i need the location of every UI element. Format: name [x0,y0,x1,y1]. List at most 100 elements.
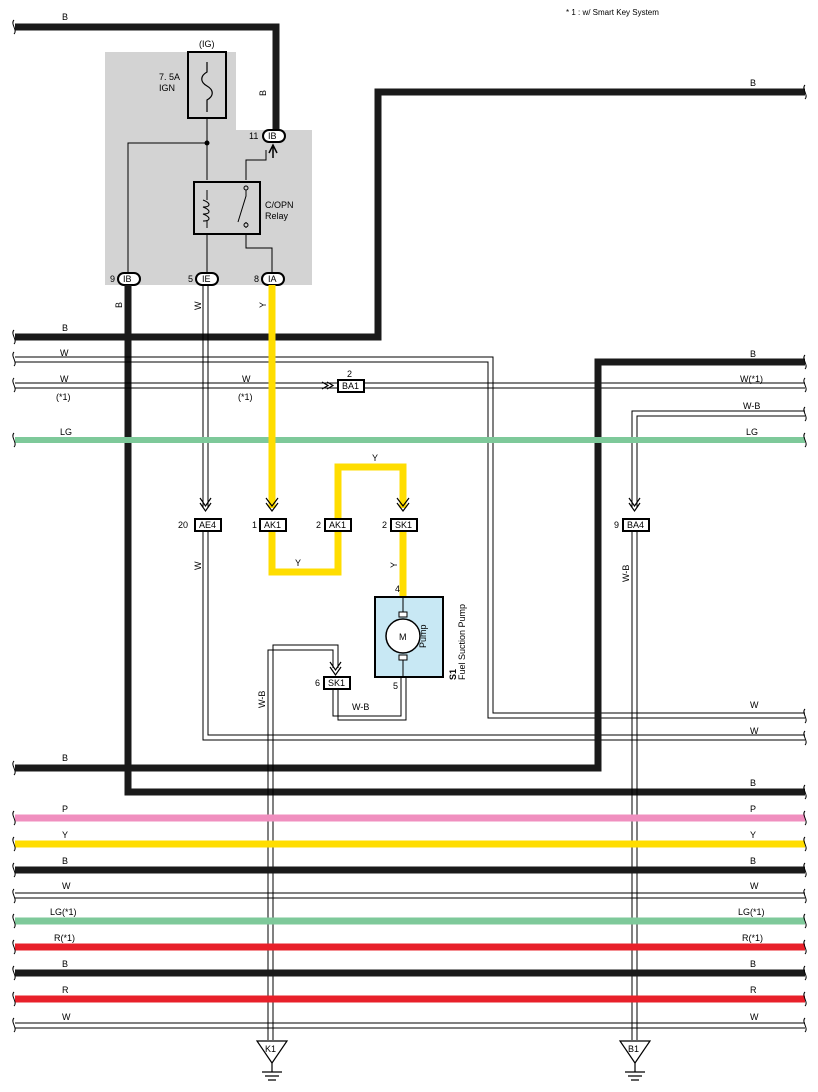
pump-id: S1 [448,669,458,680]
wire-label-w4-left: W [62,1012,71,1022]
wire-break-marks [12,19,807,1033]
fuse-icon [201,62,213,112]
pump-name: Fuel Suction Pump [457,604,467,680]
fuse-name: IGN [159,83,175,93]
svg-text:BA4: BA4 [627,520,644,530]
pin-11-ib: IB 11 [249,129,286,158]
wire-label-w-row2-left: W [60,374,69,384]
svg-text:SK1: SK1 [395,520,412,530]
wire-label-r1-left: R(*1) [54,933,75,943]
wire-label-b4-left: B [62,959,68,969]
wire-label-opt-left: (*1) [56,392,71,402]
pump-pin-top: 4 [395,584,400,594]
wire-label-b3-left: B [62,856,68,866]
svg-text:6: 6 [315,678,320,688]
ground-b1: B1 [618,1040,652,1081]
wire-label-pin5-w: W [193,301,203,310]
relay-name-2: Relay [265,211,289,221]
pin-5-ie: IE 5 [188,272,219,286]
svg-text:BA1: BA1 [342,381,359,391]
wire-label-y-left: Y [62,830,68,840]
wire-label-pin8-y: Y [258,302,268,308]
wire-label-w-row1: W [60,348,69,358]
wire-label-right-b-2: B [750,349,756,359]
relay-contact-bottom [243,222,249,228]
svg-text:IB: IB [123,274,132,284]
connector-ba1: BA1 2 [321,369,365,393]
pump-inner-label: Pump [418,624,428,648]
svg-text:5: 5 [188,274,193,284]
svg-text:IE: IE [202,274,211,284]
wire-label-top-b: B [62,12,68,22]
wire-label-w3-left: W [62,881,71,891]
svg-text:9: 9 [110,274,115,284]
wire-label-w4-right: W [750,1012,759,1022]
wire-b-pin9 [124,285,805,796]
wire-label-y-top-loop: Y [372,453,378,463]
connector-ba4: BA4 9 [614,497,650,532]
pump-pin-bottom: 5 [393,681,398,691]
wire-label-w-right-1: W [750,700,759,710]
svg-text:2: 2 [382,520,387,530]
wire-label-w-row2-right: W(*1) [740,374,763,384]
connector-ak1-a: AK1 1 [252,497,287,532]
wire-label-wb-right: W-B [743,401,760,411]
wire-label-b-right-lower: B [750,778,756,788]
bottom-bus [15,814,805,1029]
relay-contact-top [243,185,249,191]
wire-label-lg1-right: LG(*1) [738,907,765,917]
wire-label-ae4-w: W [193,561,203,570]
svg-text:AK1: AK1 [329,520,346,530]
wire-label-lg-left: LG [60,427,72,437]
pin-9-ib: IB 9 [110,272,141,286]
pin-8-ia: IA 8 [254,272,285,286]
connector-sk1-b: SK1 6 [315,676,351,690]
wire-w-rows [15,285,805,741]
svg-text:AK1: AK1 [264,520,281,530]
wire-label-lg1-left: LG(*1) [50,907,77,917]
junction-dot [204,140,210,146]
svg-text:K1: K1 [265,1044,276,1054]
wire-label-vert-b: B [258,90,268,96]
wire-label-w-right-2: W [750,726,759,736]
wire-label-p-left: P [62,804,68,814]
wire-label-lg-right: LG [746,427,758,437]
svg-text:2: 2 [316,520,321,530]
connector-ak1-b: AK1 2 [316,518,352,532]
wire-wb-right [631,410,805,1040]
wire-label-b4-right: B [750,959,756,969]
svg-text:20: 20 [178,520,188,530]
svg-text:11: 11 [249,131,258,141]
motor-label: M [399,632,407,642]
svg-text:1: 1 [252,520,257,530]
svg-text:9: 9 [614,520,619,530]
wire-label-b3-right: B [750,856,756,866]
wire-label-w3-right: W [750,881,759,891]
wire-label-ba4-wb: W-B [621,565,631,582]
wire-label-y-ak-bottom: Y [295,558,301,568]
wire-b-right [15,358,805,772]
motor-icon [385,618,421,654]
relay-box [193,181,261,235]
relay-coil-icon [202,190,210,228]
svg-text:B1: B1 [628,1044,639,1054]
wire-label-pin9-b: B [114,302,124,308]
wire-b-main [15,88,805,341]
wire-label-y-sk-vert: Y [389,562,399,568]
svg-text:AE4: AE4 [199,520,216,530]
wire-label-b-left-row: B [62,323,68,333]
wire-label-r-right: R [750,985,757,995]
svg-text:IB: IB [268,131,277,141]
wire-label-wb-sk-bottom: W-B [352,702,369,712]
wire-label-p-right: P [750,804,756,814]
wire-label-y-right: Y [750,830,756,840]
ground-k1: K1 [255,1040,289,1081]
relay-name-1: C/OPN [265,200,294,210]
svg-text:SK1: SK1 [328,678,345,688]
svg-text:2: 2 [347,369,352,379]
wire-label-right-b-1: B [750,78,756,88]
wire-label-r1-right: R(*1) [742,933,763,943]
fuel-suction-pump: M Pump 4 5 S1 Fuel Suction Pump [374,584,467,691]
